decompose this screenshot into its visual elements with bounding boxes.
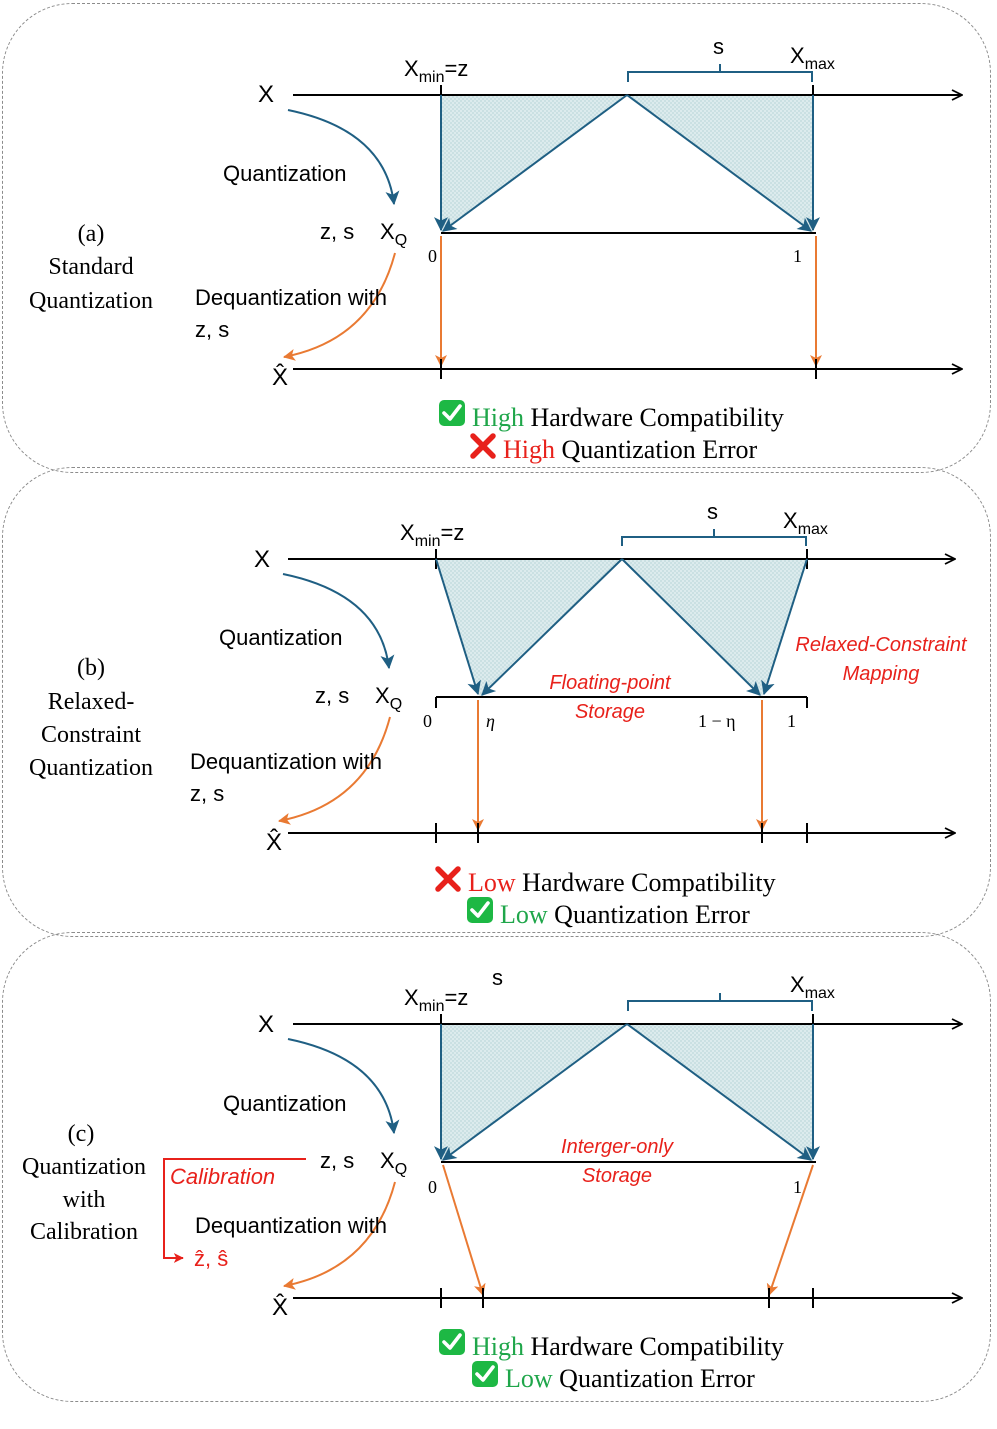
cross-mark-icon: [470, 433, 496, 459]
dequantization-label: Dequantization with: [195, 1213, 387, 1238]
quantization-curve: [287, 109, 400, 206]
storage-label-line-2: Storage: [582, 1165, 652, 1187]
panel-title-line-1: Relaxed-: [48, 689, 135, 715]
zs-label: z, s: [320, 1148, 354, 1173]
x-label: X: [258, 81, 274, 108]
panel-c-frame: [2, 932, 991, 1402]
panel-title-line-3: Quantization: [29, 755, 153, 781]
panel-title-line-1: Standard: [48, 254, 133, 280]
check-mark-icon: [439, 400, 465, 426]
tick-0-label: 0: [423, 711, 432, 731]
s-label: s: [707, 499, 718, 524]
quantization-curve: [282, 573, 395, 670]
dequantization-curve: [283, 1181, 396, 1290]
xmax-label: Xmax: [790, 43, 835, 73]
panel-title-line-2: Quantization: [29, 288, 153, 314]
mapping-left-edge: [435, 558, 481, 696]
x-hat-label: X̂: [266, 828, 282, 856]
dequantization-label: Dequantization with: [190, 749, 382, 774]
xq-label: XQ: [380, 219, 407, 249]
result-error: Low Quantization Error: [505, 1364, 755, 1393]
check-mark-icon: [439, 1329, 465, 1355]
tick-one-minus-eta-label: 1 − η: [698, 711, 736, 731]
xmax-label: Xmax: [783, 508, 828, 538]
dequant-arrow-left: [442, 1164, 486, 1296]
panel-a: X X̂ Xmin=z Xmax s 0 1 Quantization z, s…: [29, 34, 962, 464]
quantization-curve: [287, 1038, 400, 1135]
tick-0-label: 0: [428, 1177, 437, 1197]
s-label: s: [713, 34, 724, 59]
mapping-left-diagonal: [481, 558, 623, 696]
dequant-arrow-right: [766, 1164, 814, 1296]
result-hardware: Low Hardware Compatibility: [468, 868, 776, 897]
mapping-left-diagonal: [442, 94, 628, 232]
mapping-right-diagonal: [621, 558, 761, 696]
scale-brace: [627, 64, 813, 82]
scale-brace: [621, 529, 807, 546]
quantization-label: Quantization: [219, 625, 343, 650]
storage-label-line-1: Floating-point: [549, 672, 672, 694]
result-error: Low Quantization Error: [500, 900, 750, 929]
scale-brace: [627, 993, 813, 1011]
dequantization-label: Dequantization with: [195, 285, 387, 310]
mapping-label-line-2: Mapping: [843, 663, 920, 685]
xq-label: XQ: [380, 1148, 407, 1178]
shaded-region-left: [436, 559, 622, 697]
dequantization-params-label: z, s: [195, 317, 229, 342]
quantization-label: Quantization: [223, 161, 347, 186]
tick-1-label: 1: [793, 1177, 802, 1197]
panel-title-line-1: Quantization: [22, 1154, 146, 1180]
x-hat-label: X̂: [272, 1293, 288, 1321]
cross-mark-icon: [435, 866, 461, 892]
panel-title-line-2: with: [63, 1187, 106, 1213]
xmin-label: Xmin=z: [404, 56, 468, 86]
panel-letter: (b): [77, 655, 105, 681]
mapping-right-diagonal: [626, 94, 812, 232]
tick-eta-label: η: [486, 711, 495, 731]
quantization-label: Quantization: [223, 1091, 347, 1116]
panel-a-frame: [2, 3, 991, 473]
mapping-left-diagonal: [442, 1023, 628, 1161]
calibration-connector: [163, 1158, 306, 1263]
storage-label-line-1: Interger-only: [561, 1136, 674, 1158]
panel-c: X X̂ Xmin=z Xmax s 0 1 Interger-only Sto…: [22, 965, 962, 1393]
dequantization-curve: [278, 716, 391, 825]
xmax-label: Xmax: [790, 972, 835, 1002]
calibrated-params-label: ẑ, ŝ: [194, 1246, 228, 1271]
xq-label: XQ: [375, 683, 402, 713]
x-label: X: [254, 546, 270, 573]
panel-b: X X̂ Xmin=z Xmax s 0 η 1 − η 1 Floating-…: [29, 499, 968, 929]
result-hardware: High Hardware Compatibility: [472, 1332, 784, 1361]
shaded-region-right: [622, 559, 807, 697]
check-mark-icon: [472, 1361, 498, 1387]
s-label: s: [492, 965, 503, 990]
mapping-label-line-1: Relaxed-Constraint: [795, 634, 968, 656]
calibration-label: Calibration: [170, 1164, 275, 1189]
panel-title-line-2: Constraint: [41, 722, 141, 748]
zs-label: z, s: [320, 219, 354, 244]
x-hat-label: X̂: [272, 363, 288, 391]
result-hardware: High Hardware Compatibility: [472, 403, 784, 432]
mapping-right-edge: [761, 558, 808, 696]
mapping-right-diagonal: [626, 1023, 812, 1161]
tick-1-label: 1: [793, 246, 802, 266]
xmin-label: Xmin=z: [404, 985, 468, 1015]
check-mark-icon: [467, 897, 493, 923]
tick-0-label: 0: [428, 246, 437, 266]
panel-letter: (c): [68, 1121, 95, 1147]
storage-label-line-2: Storage: [575, 701, 645, 723]
tick-1-label: 1: [787, 711, 796, 731]
x-label: X: [258, 1011, 274, 1038]
panel-letter: (a): [78, 221, 105, 247]
dequantization-curve: [283, 252, 396, 361]
result-error: High Quantization Error: [503, 435, 757, 464]
panel-title-line-3: Calibration: [30, 1219, 138, 1245]
panel-b-frame: [2, 467, 991, 937]
xmin-label: Xmin=z: [400, 520, 464, 550]
dequantization-params-label: z, s: [190, 781, 224, 806]
zs-label: z, s: [315, 683, 349, 708]
